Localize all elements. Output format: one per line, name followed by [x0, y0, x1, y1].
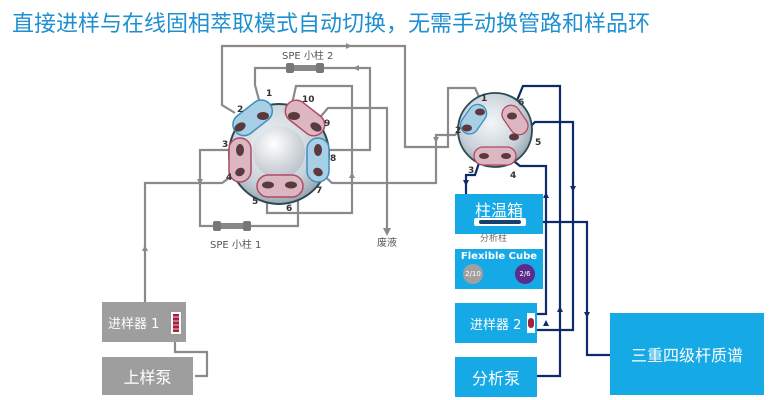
spe-column-2: [286, 63, 324, 73]
port-label: 10: [302, 95, 315, 105]
flexible-cube-label: Flexible Cube: [460, 251, 538, 262]
triple-quad-ms[interactable]: 三重四级杆质谱: [610, 313, 764, 395]
arrow-icon: [383, 228, 391, 236]
port-label: 2: [237, 105, 243, 115]
arrow-icon: [349, 172, 355, 178]
port-label: 1: [481, 94, 487, 104]
port-label: 6: [518, 98, 524, 108]
arrow-icon: [543, 192, 549, 198]
arrow-icon: [584, 312, 590, 318]
gray-arrows: [142, 43, 439, 251]
pipe-injector1-pump: [173, 322, 209, 378]
valve-2-6-badge: 2/6: [515, 264, 535, 284]
ms-label: 三重四级杆质谱: [630, 346, 743, 365]
spe-column-1: [213, 221, 251, 231]
analytical-pump[interactable]: 分析泵: [455, 357, 537, 397]
pipe-port9-waste: [315, 106, 389, 230]
arrow-icon: [346, 43, 352, 49]
analytical-pump-label: 分析泵: [471, 369, 520, 388]
sample-loop-icon: [170, 311, 182, 335]
port-label: 5: [252, 197, 258, 207]
groove-5-6: [501, 104, 529, 136]
waste-label: 废液: [377, 236, 397, 249]
port-label: 1: [266, 89, 272, 99]
groove-7-8: [306, 137, 330, 183]
arrow-icon: [142, 245, 148, 251]
groove-5-6: [256, 174, 304, 198]
groove-3-4: [228, 137, 252, 183]
column-oven-label: 柱温箱: [474, 201, 523, 220]
arrow-icon: [353, 65, 359, 71]
injector-1-label: 进样器 1: [108, 316, 160, 332]
page-title: 直接进样与在线固相萃取模式自动切换，无需手动换管路和样品环: [12, 12, 651, 37]
port-label: 6: [286, 204, 292, 214]
gray-pipes: [143, 44, 487, 378]
pipe-port7-rvalve: [317, 125, 466, 185]
injector-1[interactable]: 进样器 1: [102, 302, 186, 342]
arrow-icon: [543, 320, 549, 326]
analytical-column-label: 分析柱: [480, 234, 508, 244]
left-valve-10-port: 1 2 3 4 5 6 7 8 9 10: [222, 89, 336, 214]
groove-3-4: [473, 146, 517, 166]
pipe-rvalve4-injector2: [509, 157, 548, 316]
spe-column-2-label: SPE 小柱 2: [282, 49, 333, 62]
arrow-icon: [557, 306, 563, 312]
injector-2-label: 进样器 2: [470, 317, 522, 333]
spe-column-1-label: SPE 小柱 1: [210, 238, 261, 251]
blue-arrows: [463, 180, 590, 326]
port-label: 2: [455, 126, 461, 136]
port-label: 5: [535, 138, 541, 148]
port-label: 4: [510, 171, 516, 181]
port-label: 4: [226, 173, 232, 183]
port-label: 3: [222, 140, 228, 150]
port-label: 9: [324, 119, 330, 129]
column-oven[interactable]: 柱温箱: [455, 194, 543, 234]
sample-loop-icon: [527, 313, 535, 333]
arrow-icon: [433, 137, 439, 143]
pipe-rvalve6-pump: [509, 84, 562, 378]
arrow-icon: [570, 186, 576, 192]
loading-pump-label: 上样泵: [123, 368, 172, 387]
port-label: 3: [468, 166, 474, 176]
loading-pump[interactable]: 上样泵: [102, 357, 193, 395]
analytical-column-icon: [474, 218, 526, 226]
pipe-port2-to-rvalve: [220, 44, 487, 149]
port-label: 7: [316, 186, 322, 196]
valve-2-10-badge: 2/10: [463, 264, 483, 284]
pipe-port10: [265, 84, 354, 215]
arrow-icon: [463, 180, 469, 186]
right-valve-6-port: 1 2 3 4 5 6: [455, 92, 541, 181]
flexible-cube[interactable]: Flexible Cube 2/10 2/6: [455, 249, 543, 289]
arrow-icon: [197, 179, 203, 185]
injector-2[interactable]: 进样器 2: [455, 303, 537, 343]
pipe-column-ms: [522, 220, 610, 357]
port-label: 8: [330, 154, 336, 164]
